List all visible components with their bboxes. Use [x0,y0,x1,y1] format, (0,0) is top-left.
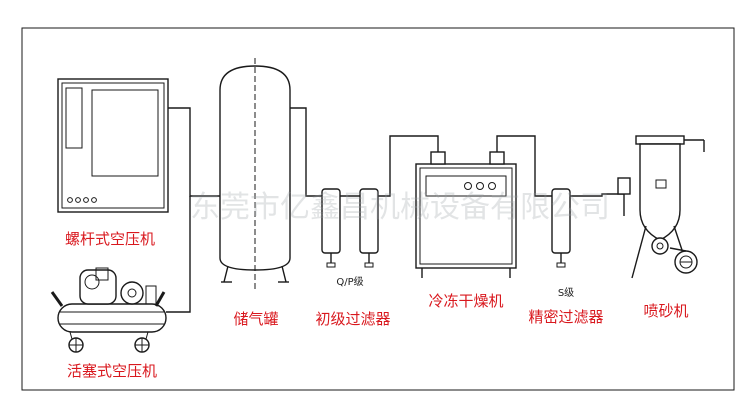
s-grade-label: S级 [558,287,574,299]
primary-filter-label: 初级过滤器 [315,310,390,328]
screw-compressor-label: 螺杆式空压机 [65,230,155,248]
pipe-piston-to-tank [166,196,191,313]
air-tank-label: 储气罐 [233,310,278,328]
pipe-tank-to-filter [290,107,322,197]
piston-compressor-label: 活塞式空压机 [67,362,157,380]
pipe-filter-to-sandblaster [570,193,624,197]
screw-compressor [57,78,169,213]
precision-filter [551,188,571,268]
air-storage-tank [219,58,291,292]
qp-grade-label: Q/P级 [336,276,363,288]
watermark: 东莞市亿鑫昌机械设备有限公司 [190,190,610,225]
diagram-border [21,27,735,391]
sandblaster [617,135,705,279]
pipe-screw-to-tank [168,107,222,197]
pipe-filter-to-dryer [378,135,439,197]
dryer-label: 冷冻干燥机 [428,292,503,310]
piston-compressor [50,267,167,353]
pipe-dryer-to-filter [496,135,552,197]
sandblaster-label: 喷砂机 [643,302,688,320]
primary-filters [321,188,379,268]
precision-filter-label: 精密过滤器 [528,308,603,326]
refrigerated-dryer [415,151,517,278]
